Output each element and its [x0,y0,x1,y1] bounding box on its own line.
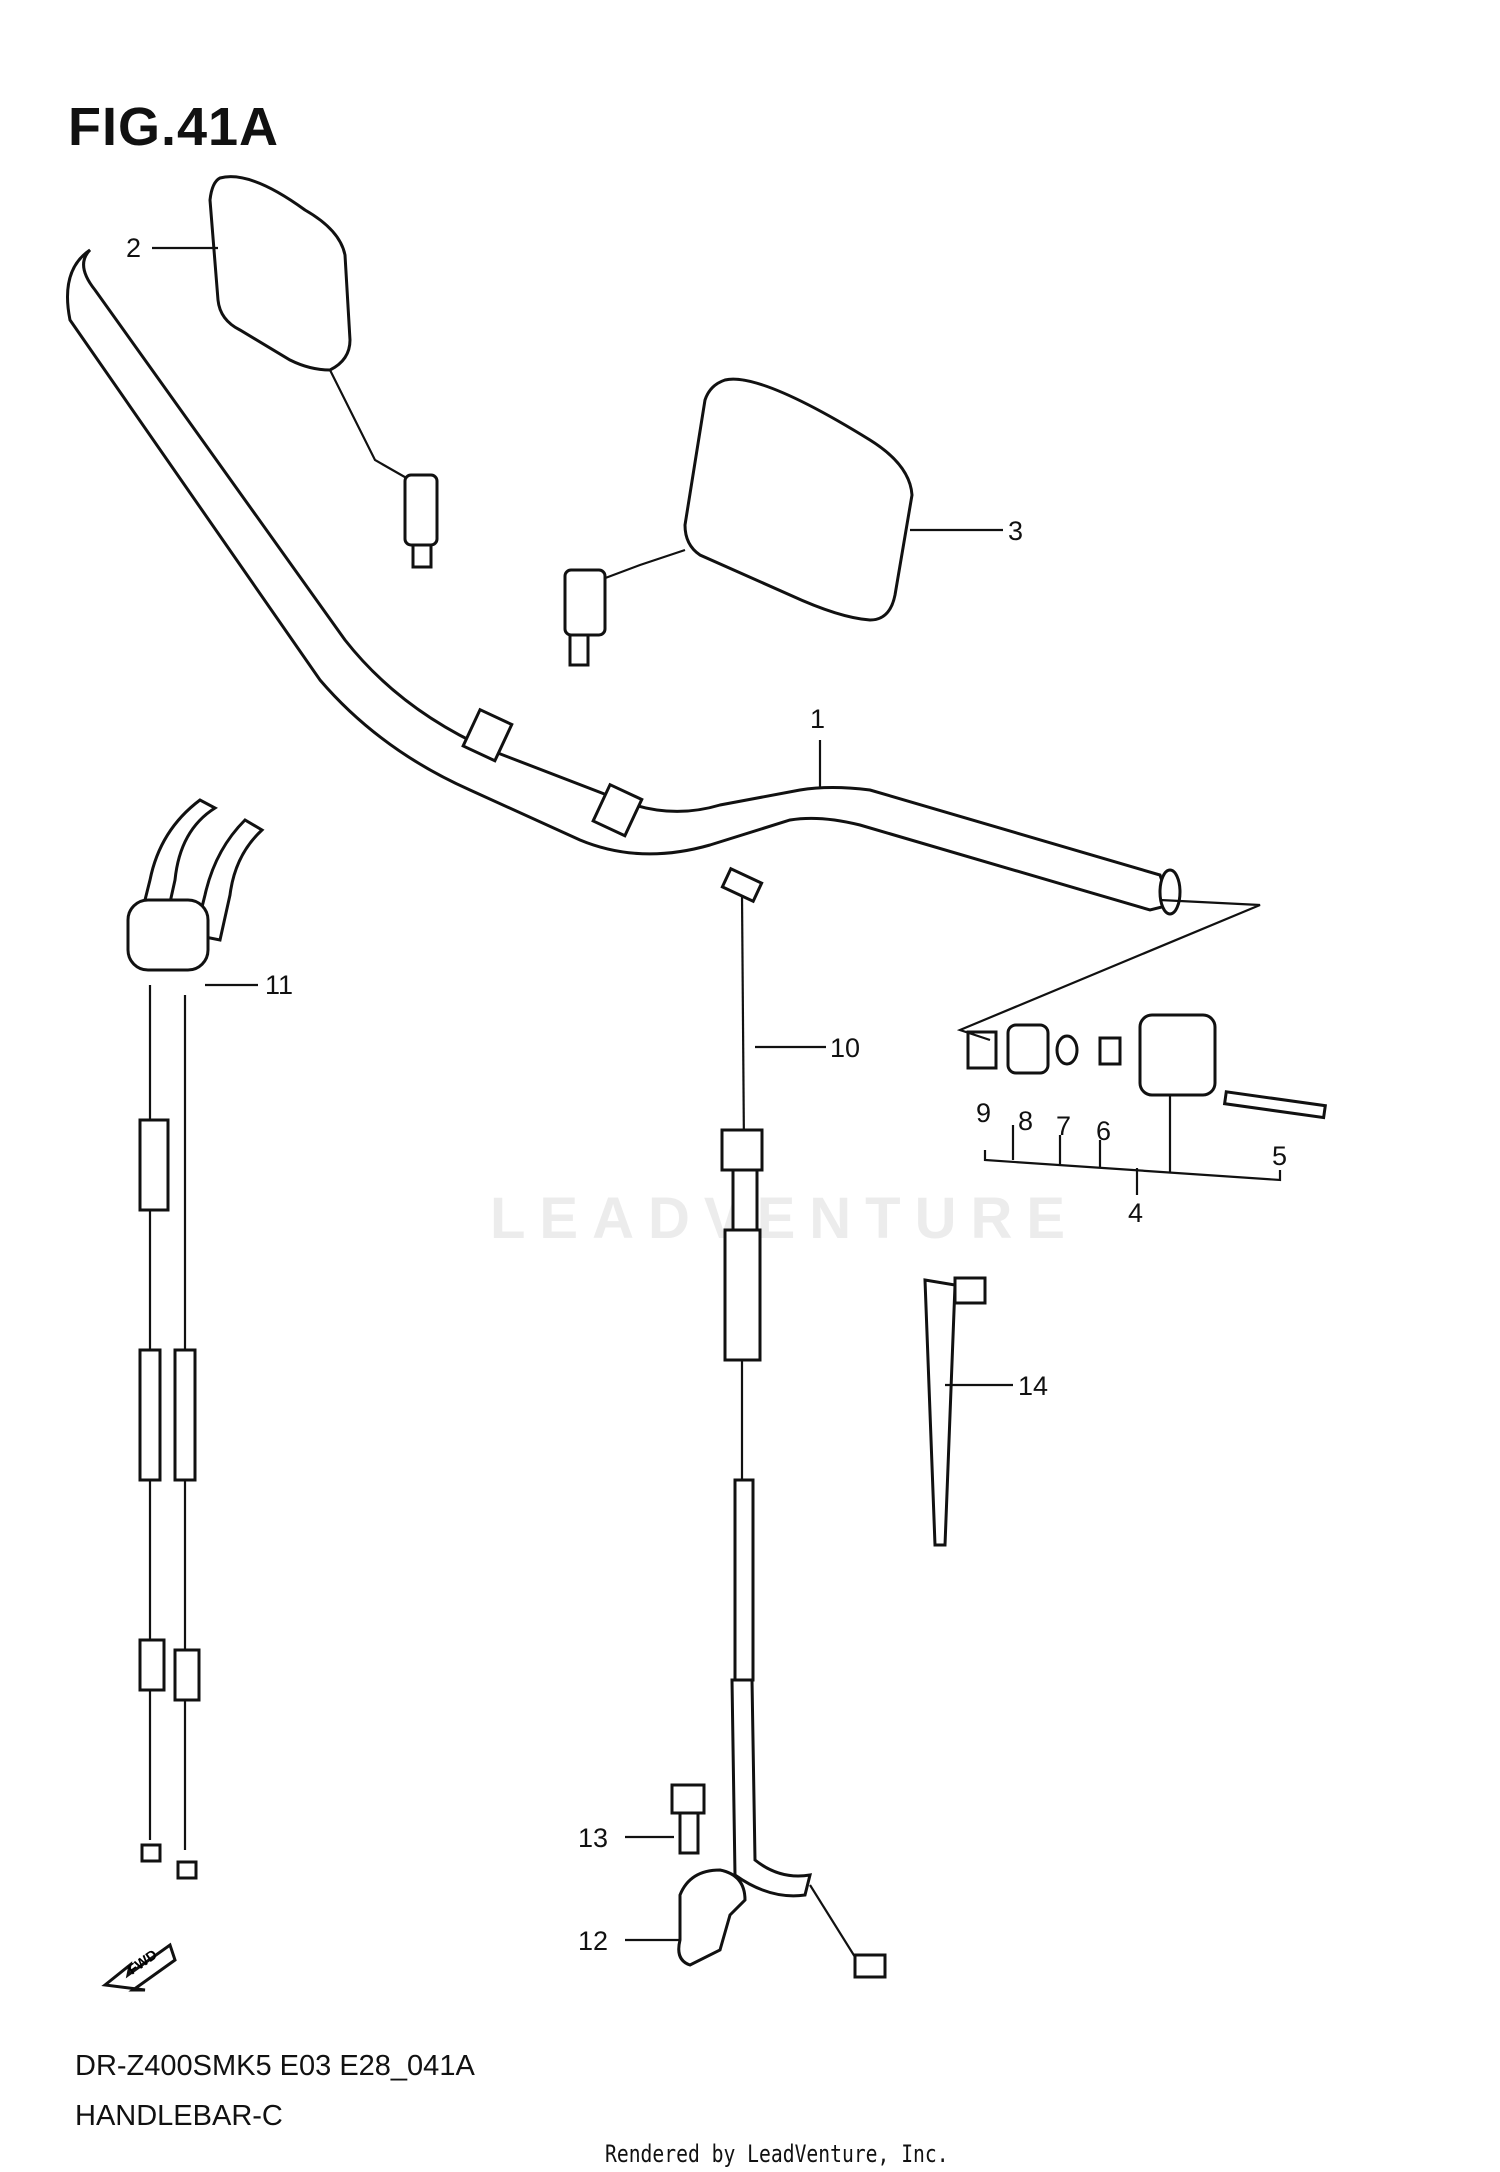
callout-4: 4 [1128,1198,1143,1228]
callout-1: 1 [810,704,825,734]
callout-12: 12 [578,1926,608,1956]
callout-8: 8 [1018,1106,1033,1136]
callout-6: 6 [1096,1116,1111,1146]
callout-5: 5 [1272,1141,1287,1171]
figure-title: FIG.41A [68,97,280,157]
mirror-right[interactable] [563,377,914,667]
mirror-left[interactable] [208,175,439,569]
bar-end-collar [1006,1023,1050,1075]
bar-end-spacer [1098,1036,1122,1066]
throttle-cables[interactable] [126,798,265,1880]
watermark-text: LEADVENTURE [490,1186,1080,1251]
render-credit: Rendered by LeadVenture, Inc. [605,2140,949,2168]
cable-tie[interactable] [923,1276,987,1547]
model-code: DR-Z400SMK5 E03 E28_041A [75,2050,475,2082]
bar-end-assembly[interactable] [956,898,1327,1120]
cable-clamp[interactable] [677,1868,747,1967]
bolt[interactable] [670,1783,706,1855]
callout-2: 2 [126,233,141,263]
callout-9: 9 [976,1098,991,1128]
callout-7: 7 [1056,1111,1071,1141]
bar-end-washer [1055,1034,1079,1066]
callout-13: 13 [578,1823,608,1853]
handlebar-grip-band-right [591,782,644,838]
callout-10: 10 [830,1033,860,1063]
bar-end-screw [1222,1090,1327,1120]
section-name: HANDLEBAR-C [75,2100,283,2132]
callout-14: 14 [1018,1371,1048,1401]
clutch-cable[interactable] [720,866,887,1979]
callout-11: 11 [265,970,293,1000]
forward-direction-arrow: FWD [101,1942,177,1992]
handlebar[interactable] [66,248,1182,916]
bar-end-weight [1138,1013,1217,1097]
handlebar-grip-band-left [461,707,514,763]
callout-3: 3 [1008,516,1023,546]
